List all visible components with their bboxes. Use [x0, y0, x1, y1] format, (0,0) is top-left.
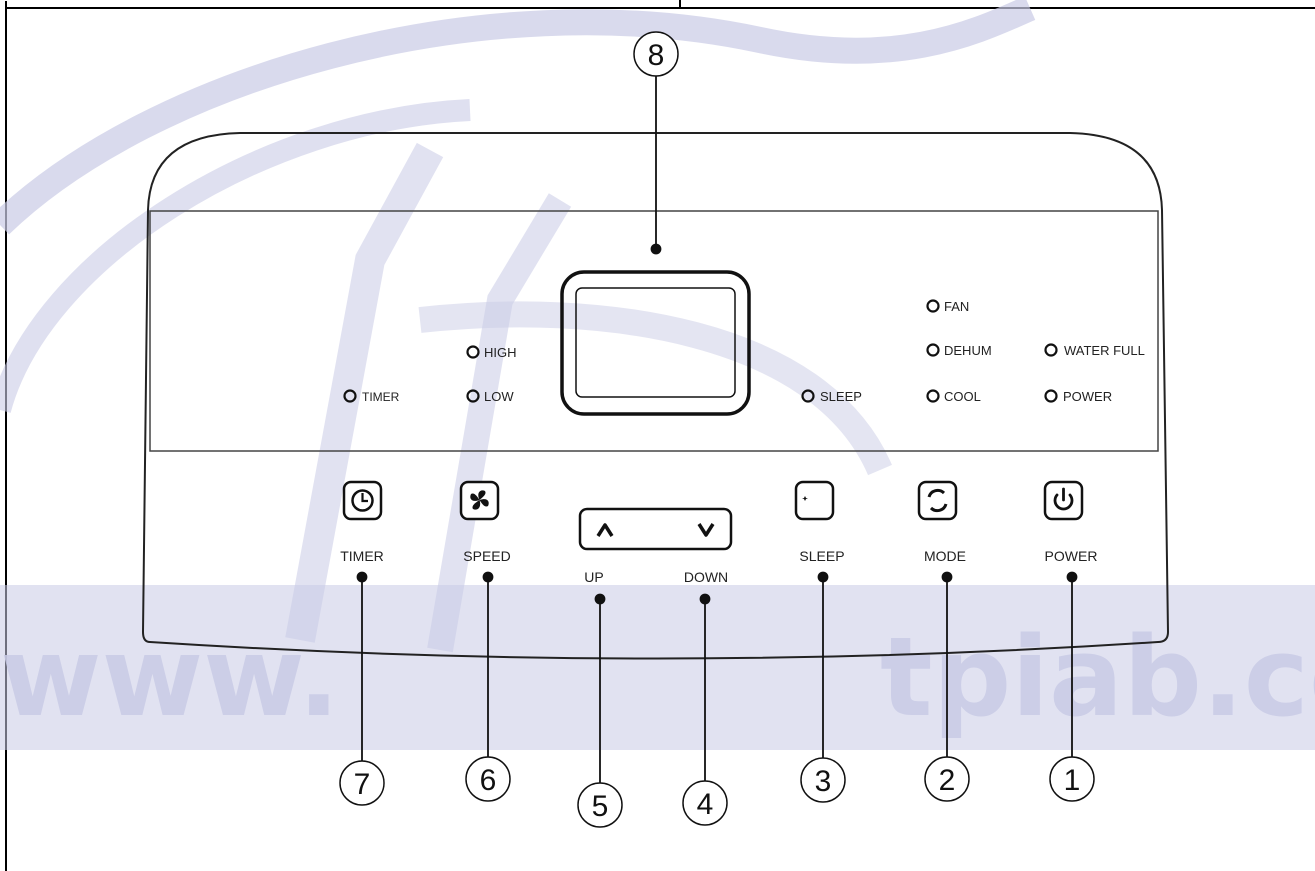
- callout-number: 4: [697, 788, 714, 821]
- callout-4: 4: [682, 780, 728, 826]
- cycle-icon: [927, 488, 948, 513]
- down-button[interactable]: [697, 523, 715, 537]
- timer-button-label: TIMER: [340, 548, 384, 564]
- callout-2: 2: [924, 756, 970, 802]
- indicator-dehum-label: DEHUM: [944, 343, 992, 358]
- callout-number: 2: [939, 764, 956, 797]
- indicator-power-label: POWER: [1063, 389, 1112, 404]
- up-button-label: UP: [584, 569, 603, 585]
- led-icon: [801, 389, 815, 403]
- callout-1: 1: [1049, 756, 1095, 802]
- callout-6: 6: [465, 756, 511, 802]
- speed-button[interactable]: [459, 480, 500, 521]
- up-down-rocker: [578, 507, 733, 551]
- panel-outline: [141, 132, 1170, 660]
- indicator-sleep-label: SLEEP: [820, 389, 862, 404]
- callout-5: 5: [577, 782, 623, 828]
- led-icon: [466, 345, 480, 359]
- indicator-high: HIGH: [466, 345, 517, 360]
- watermark-t-stroke-2: [427, 193, 572, 653]
- watermark: www. tpiab.com: [0, 0, 1315, 750]
- watermark-band: [0, 585, 1315, 750]
- indicator-high-label: HIGH: [484, 345, 517, 360]
- indicator-fan-label: FAN: [944, 299, 969, 314]
- power-button[interactable]: [1043, 480, 1084, 521]
- power-button-label: POWER: [1045, 548, 1098, 564]
- indicator-cool-label: COOL: [944, 389, 981, 404]
- indicator-cool: COOL: [926, 389, 981, 404]
- led-icon: [343, 389, 357, 403]
- down-button-label: DOWN: [684, 569, 728, 585]
- callout-3: 3: [800, 757, 846, 803]
- indicator-timer: TIMER: [343, 389, 400, 404]
- callout-number: 5: [592, 790, 609, 823]
- callout-number: 7: [354, 768, 371, 801]
- led-icon: [1044, 389, 1058, 403]
- indicator-power: POWER: [1044, 389, 1112, 404]
- mode-button-label: MODE: [924, 548, 966, 564]
- indicator-low-label: LOW: [484, 389, 514, 404]
- clock-icon: [351, 489, 374, 512]
- callout-number: 3: [815, 765, 832, 798]
- display-window-frame: [149, 210, 1159, 452]
- timer-button[interactable]: [342, 480, 383, 521]
- led-icon: [466, 389, 480, 403]
- watermark-text-left: www.: [0, 613, 340, 741]
- watermark-t-bar: [418, 301, 892, 476]
- callout-8: 8: [633, 31, 679, 77]
- indicator-water-full: WATER FULL: [1044, 343, 1145, 358]
- indicator-dehum: DEHUM: [926, 343, 992, 358]
- lcd-display-inner: [575, 287, 736, 398]
- moon-icon: [802, 489, 825, 512]
- watermark-text-right: tpiab.com: [880, 613, 1315, 741]
- callout-number: 6: [480, 764, 497, 797]
- watermark-t-stroke: [285, 142, 444, 643]
- chevron-up-icon: [596, 523, 614, 537]
- callout-number: 1: [1064, 764, 1081, 797]
- callout-7: 7: [339, 760, 385, 806]
- led-icon: [926, 343, 940, 357]
- power-icon: [1053, 487, 1074, 511]
- lcd-display-outer: [560, 270, 751, 416]
- mode-button[interactable]: [917, 480, 958, 521]
- speed-button-label: SPEED: [463, 548, 510, 564]
- callout-leaders: [356, 76, 1078, 783]
- callout-number: 8: [648, 39, 665, 72]
- indicator-low: LOW: [466, 389, 514, 404]
- chevron-down-icon: [697, 523, 715, 537]
- indicator-timer-label: TIMER: [362, 390, 400, 404]
- led-icon: [926, 299, 940, 313]
- led-icon: [1044, 343, 1058, 357]
- sleep-button[interactable]: [794, 480, 835, 521]
- watermark-swoosh-top: [0, 0, 1036, 235]
- fan-icon: [470, 490, 489, 510]
- sleep-button-label: SLEEP: [799, 548, 844, 564]
- indicator-fan: FAN: [926, 299, 969, 314]
- indicator-water-full-label: WATER FULL: [1064, 343, 1145, 358]
- indicator-sleep: SLEEP: [801, 389, 862, 404]
- up-button[interactable]: [596, 523, 614, 537]
- led-icon: [926, 389, 940, 403]
- watermark-swoosh-left: [0, 99, 471, 413]
